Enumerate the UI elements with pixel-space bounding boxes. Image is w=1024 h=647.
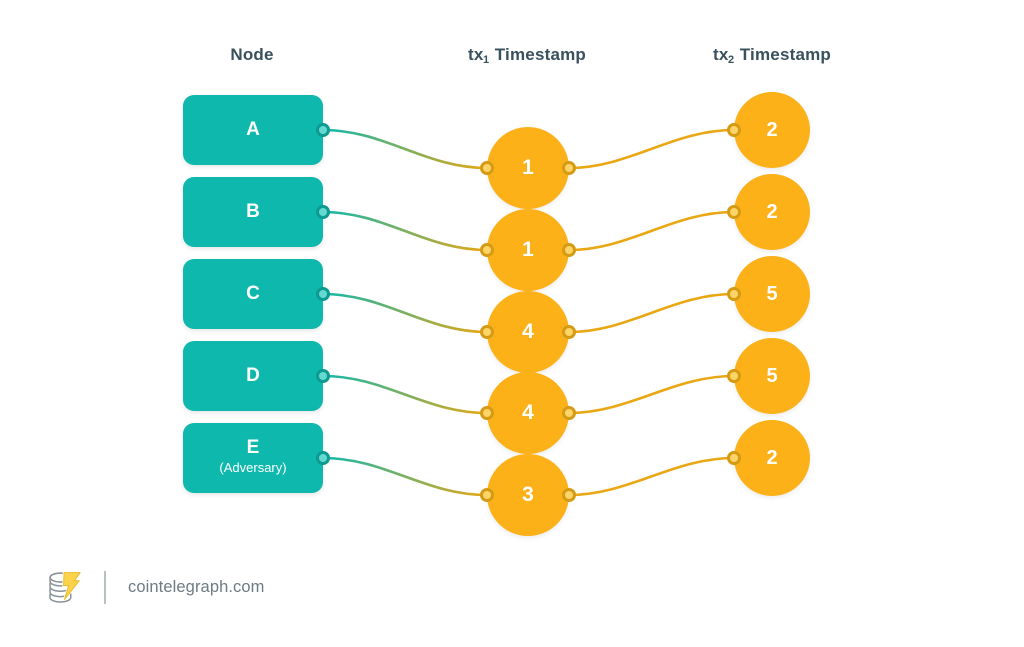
connector-dot-tx2-e-left xyxy=(727,451,741,465)
tx1-value-c: 4 xyxy=(522,320,534,343)
connector-dot-tx1-b-right xyxy=(562,243,576,257)
tx2-circle-e[interactable]: 2 xyxy=(734,420,810,496)
node-box-d[interactable]: D xyxy=(183,341,323,411)
node-label-b: B xyxy=(246,201,260,223)
column-header-tx2-label: Timestamp xyxy=(739,45,832,64)
link-tx1-2-to-tx2-2 xyxy=(567,210,736,252)
tx1-circle-c[interactable]: 4 xyxy=(487,291,569,373)
tx2-value-e: 2 xyxy=(766,446,778,469)
link-tx1-5-to-tx2-2 xyxy=(567,456,736,497)
connector-dot-tx1-a-right xyxy=(562,161,576,175)
connector-dot-node-c xyxy=(316,287,330,301)
connector-dot-tx1-e-left xyxy=(480,488,494,502)
connector-dot-tx1-d-left xyxy=(480,406,494,420)
link-tx1-4-to-tx2-5 xyxy=(567,374,736,415)
tx1-value-d: 4 xyxy=(522,401,534,424)
links-node-to-tx1 xyxy=(321,128,489,497)
tx1-circle-b[interactable]: 1 xyxy=(487,209,569,291)
tx2-circle-a[interactable]: 2 xyxy=(734,92,810,168)
connector-dot-tx2-a-left xyxy=(727,123,741,137)
footer-brand-text: cointelegraph.com xyxy=(128,577,265,596)
column-header-tx1: tx1 Timestamp xyxy=(467,45,587,66)
tx2-circle-d[interactable]: 5 xyxy=(734,338,810,414)
connector-dot-node-e xyxy=(316,451,330,465)
node-label-d: D xyxy=(246,365,260,387)
link-tx1-1-to-tx2-2 xyxy=(567,128,736,170)
link-node-b-to-tx1 xyxy=(321,210,489,252)
connector-dot-tx1-c-left xyxy=(480,325,494,339)
link-tx1-3-to-tx2-5 xyxy=(567,292,736,334)
link-node-c-to-tx1 xyxy=(321,292,489,334)
column-header-tx2-prefix: tx xyxy=(712,45,729,64)
tx2-value-a: 2 xyxy=(766,118,778,141)
connector-dot-tx2-c-left xyxy=(727,287,741,301)
connector-dot-tx1-a-left xyxy=(480,161,494,175)
column-header-tx1-subscript: 1 xyxy=(483,54,490,66)
node-note-e: (Adversary) xyxy=(219,460,287,476)
connector-dot-tx1-d-right xyxy=(562,406,576,420)
connector-dot-node-a xyxy=(316,123,330,137)
tx1-value-b: 1 xyxy=(522,238,534,261)
cointelegraph-logo-icon xyxy=(49,571,82,603)
tx2-value-d: 5 xyxy=(766,364,778,387)
column-header-tx2-subscript: 2 xyxy=(728,54,735,66)
connector-dot-tx2-b-left xyxy=(727,205,741,219)
connector-dot-tx1-e-right xyxy=(562,488,576,502)
column-header-node: Node xyxy=(230,45,274,64)
node-box-e[interactable]: E (Adversary) xyxy=(183,423,323,493)
footer-divider xyxy=(104,570,106,604)
link-node-a-to-tx1 xyxy=(321,128,489,170)
connector-dot-tx1-c-right xyxy=(562,325,576,339)
node-box-c[interactable]: C xyxy=(183,259,323,329)
connector-dot-node-d xyxy=(316,369,330,383)
tx1-circle-e[interactable]: 3 xyxy=(487,454,569,536)
node-box-a[interactable]: A xyxy=(183,95,323,165)
node-label-c: C xyxy=(246,283,260,305)
tx2-value-c: 5 xyxy=(766,282,778,305)
node-label-a: A xyxy=(246,119,260,141)
node-label-e: E xyxy=(246,437,260,459)
tx2-circle-c[interactable]: 5 xyxy=(734,256,810,332)
links-tx1-to-tx2 xyxy=(567,128,736,497)
column-header-tx1-prefix: tx xyxy=(467,45,484,64)
connector-dot-tx2-d-left xyxy=(727,369,741,383)
tx1-circle-d[interactable]: 4 xyxy=(487,372,569,454)
footer: cointelegraph.com xyxy=(44,566,265,608)
tx1-circle-a[interactable]: 1 xyxy=(487,127,569,209)
tx1-value-e: 3 xyxy=(522,483,534,506)
link-node-e-to-tx1 xyxy=(321,456,489,497)
column-header-tx1-label: Timestamp xyxy=(494,45,587,64)
node-box-b[interactable]: B xyxy=(183,177,323,247)
column-header-tx2: tx2 Timestamp xyxy=(712,45,832,66)
connector-dot-node-b xyxy=(316,205,330,219)
tx1-value-a: 1 xyxy=(522,156,534,179)
connector-dot-tx1-b-left xyxy=(480,243,494,257)
tx2-value-b: 2 xyxy=(766,200,778,223)
link-node-d-to-tx1 xyxy=(321,374,489,415)
tx2-circle-b[interactable]: 2 xyxy=(734,174,810,250)
